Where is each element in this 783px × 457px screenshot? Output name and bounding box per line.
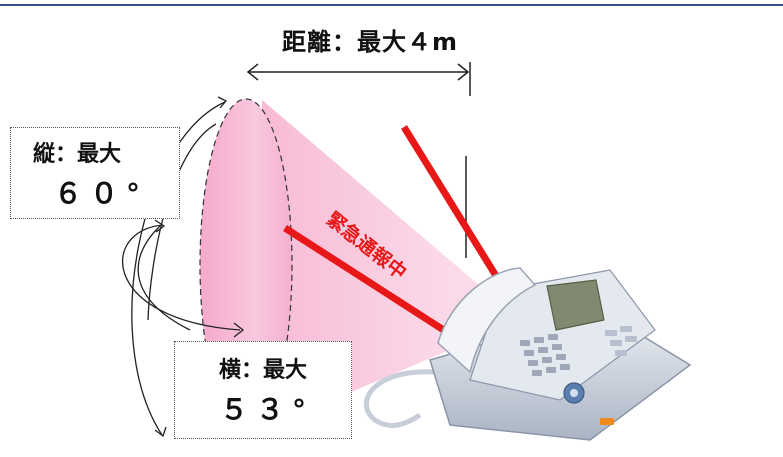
vertical-angle-title: 縦：最大 xyxy=(32,142,121,167)
double-arrow-icon xyxy=(246,63,470,81)
vertical-angle-box: 縦：最大 ６０° xyxy=(10,127,180,219)
top-divider xyxy=(0,4,783,6)
business-telephone-icon xyxy=(363,267,692,441)
horizontal-angle-value: ５３° xyxy=(219,393,314,426)
horizontal-angle-arrows xyxy=(121,219,245,338)
distance-label: 距離：最大４m xyxy=(281,28,458,56)
horizontal-angle-title: 横：最大 xyxy=(218,358,307,383)
red-beam-lower xyxy=(283,225,472,350)
horizontal-angle-box: 横：最大 ５３° xyxy=(174,341,352,439)
vertical-angle-value: ６０° xyxy=(53,177,148,210)
